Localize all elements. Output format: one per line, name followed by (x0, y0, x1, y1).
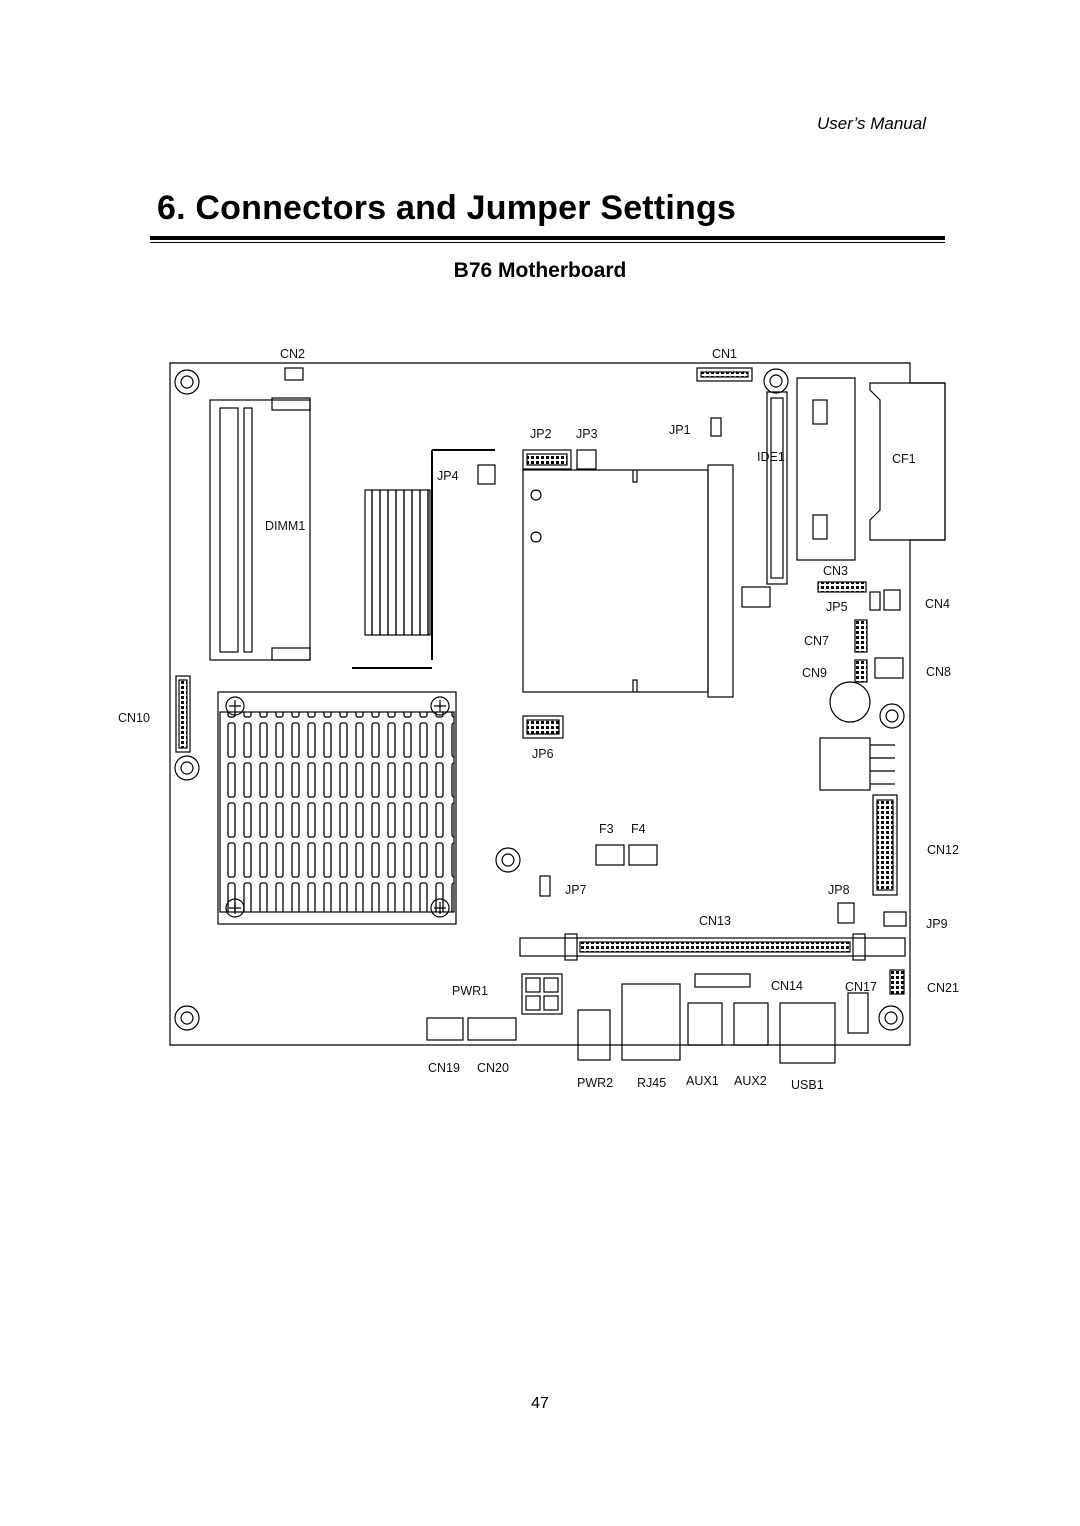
minipci-slot (522, 464, 734, 698)
inductor-chip (819, 737, 871, 791)
screw-icon (225, 696, 245, 716)
jp7-jumper (539, 875, 551, 897)
label-rj45: RJ45 (637, 1076, 666, 1090)
pwr2-jack (577, 1009, 611, 1061)
cn12-connector (872, 794, 898, 896)
label-cn3: CN3 (823, 564, 848, 578)
f3-fuse (595, 844, 625, 866)
pwr1-connector (521, 973, 563, 1015)
label-pwr2: PWR2 (577, 1076, 613, 1090)
jp9-jumper (883, 911, 907, 927)
cn19-connector (426, 1017, 464, 1041)
label-cn10: CN10 (118, 711, 150, 725)
label-f3: F3 (599, 822, 614, 836)
title-rule-thick (150, 236, 945, 240)
cn10-connector (175, 675, 191, 753)
aux2-jack (733, 1002, 769, 1046)
cn14-connector (694, 973, 751, 988)
mounting-hole (878, 1005, 904, 1031)
jp5-jumper (869, 591, 881, 611)
screw-icon (430, 696, 450, 716)
label-jp4: JP4 (437, 469, 459, 483)
manual-header-label: User’s Manual (817, 114, 926, 133)
label-cn19: CN19 (428, 1061, 460, 1075)
cn4-connector (883, 589, 901, 611)
label-jp5: JP5 (826, 600, 848, 614)
label-cn1: CN1 (712, 347, 737, 361)
page-number: 47 (531, 1395, 549, 1412)
cn21-connector (889, 969, 905, 995)
label-cn8: CN8 (926, 665, 951, 679)
label-jp9: JP9 (926, 917, 948, 931)
screw-icon (225, 898, 245, 918)
label-cn17: CN17 (845, 980, 877, 994)
label-cn12: CN12 (927, 843, 959, 857)
label-jp8: JP8 (828, 883, 850, 897)
screw-icon (430, 898, 450, 918)
label-ide1: IDE1 (757, 450, 785, 464)
label-cn13: CN13 (699, 914, 731, 928)
dimm1-slot (209, 397, 311, 661)
cn20-connector (467, 1017, 517, 1041)
cn9-connector (854, 659, 868, 683)
heatpipe (352, 449, 495, 669)
mounting-hole (174, 1005, 200, 1031)
label-jp3: JP3 (576, 427, 598, 441)
cn17-connector (847, 992, 869, 1034)
cpu-heatsink (217, 691, 457, 925)
jp4-jumper (477, 464, 496, 485)
label-usb1: USB1 (791, 1078, 824, 1092)
label-jp2: JP2 (530, 427, 552, 441)
mounting-hole (763, 368, 789, 394)
ide1-connector (766, 391, 788, 585)
label-cn9: CN9 (802, 666, 827, 680)
cmos-battery (829, 681, 871, 723)
label-cf1: CF1 (892, 452, 916, 466)
label-aux2: AUX2 (734, 1074, 767, 1088)
label-cn4: CN4 (925, 597, 950, 611)
label-jp6: JP6 (532, 747, 554, 761)
label-pwr1: PWR1 (452, 984, 488, 998)
cn2-connector (284, 367, 304, 381)
label-aux1: AUX1 (686, 1074, 719, 1088)
cn7-connector (854, 619, 868, 653)
battery-socket (741, 586, 771, 608)
jp1-jumper (710, 417, 722, 437)
mounting-hole (495, 847, 521, 873)
chapter-title: 6. Connectors and Jumper Settings (157, 189, 737, 227)
mounting-hole (174, 755, 200, 781)
jp2-jumper (522, 449, 572, 470)
title-rule-thin (150, 242, 945, 243)
jp3-jumper (576, 449, 597, 470)
label-cn14: CN14 (771, 979, 803, 993)
jp6-jumper (522, 715, 564, 739)
label-jp7: JP7 (565, 883, 587, 897)
cn13-pci-slot (519, 933, 906, 961)
cn8-connector (874, 657, 904, 679)
cf1-slot (796, 377, 946, 561)
f4-fuse (628, 844, 658, 866)
section-title: B76 Motherboard (453, 259, 627, 282)
usb1-port (779, 1002, 836, 1064)
rj45-port (621, 983, 681, 1061)
mounting-hole (174, 369, 200, 395)
label-cn7: CN7 (804, 634, 829, 648)
label-cn2: CN2 (280, 347, 305, 361)
mounting-hole (879, 703, 905, 729)
label-dimm1: DIMM1 (265, 519, 305, 533)
aux1-jack (687, 1002, 723, 1046)
jp8-jumper (837, 902, 855, 924)
label-jp1: JP1 (669, 423, 691, 437)
label-cn21: CN21 (927, 981, 959, 995)
northbridge-heatsink (364, 489, 431, 636)
cn3-connector (817, 581, 867, 593)
label-f4: F4 (631, 822, 646, 836)
cn1-connector (696, 367, 753, 382)
label-cn20: CN20 (477, 1061, 509, 1075)
